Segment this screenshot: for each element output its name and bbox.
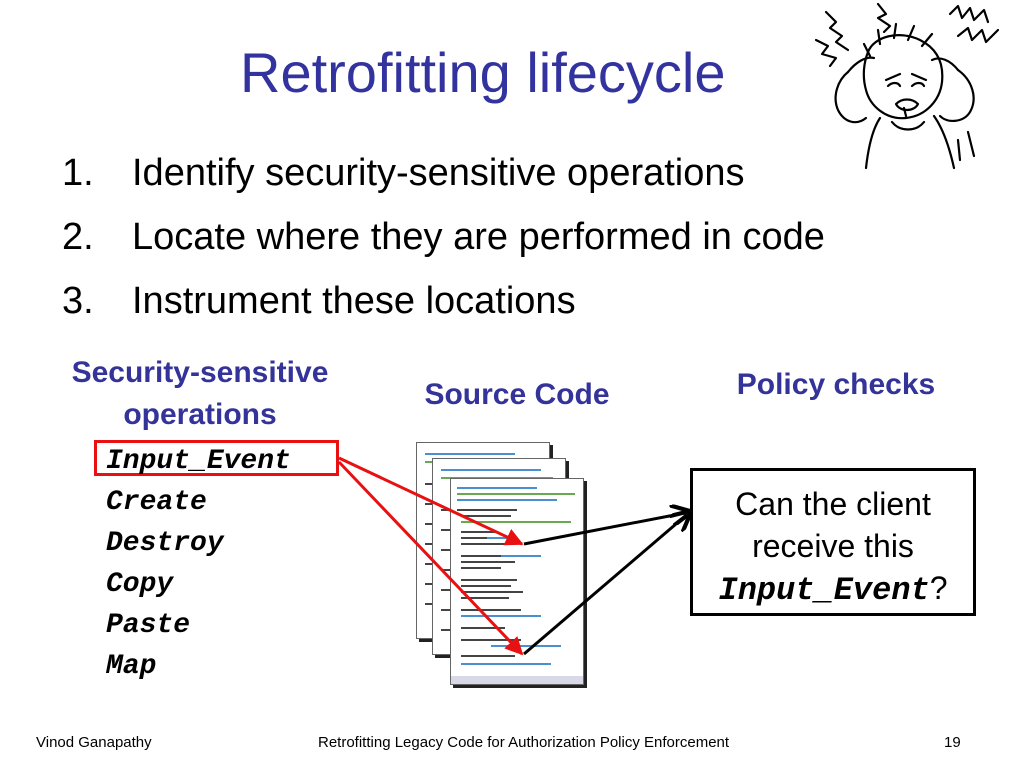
source-code-header: Source Code xyxy=(424,378,610,411)
black-arrow-upper xyxy=(523,512,690,546)
footer-author: Vinod Ganapathy xyxy=(36,734,152,751)
policy-check-term: Input_Event xyxy=(718,572,930,609)
step-text: Locate where they are performed in code xyxy=(132,216,825,258)
ops-header: Security-sensitive operations xyxy=(20,352,380,436)
step-text: Instrument these locations xyxy=(132,280,576,322)
footer-talk-title: Retrofitting Legacy Code for Authorizati… xyxy=(318,734,730,751)
operation-item: Map xyxy=(106,651,157,682)
ops-header-line2: operations xyxy=(123,398,277,431)
ops-header-line1: Security-sensitive xyxy=(71,356,329,389)
red-arrow-to-lower-site xyxy=(337,460,524,656)
operation-item: Paste xyxy=(106,610,191,641)
step-text: Identify security-sensitive operations xyxy=(132,152,745,194)
step-number: 1. xyxy=(62,152,94,194)
step-number: 2. xyxy=(62,216,94,258)
operation-item: Copy xyxy=(106,569,174,600)
highlight-box xyxy=(94,440,339,476)
policy-check-line1: Can the client xyxy=(735,486,931,522)
policy-check-line3: Input_Event? xyxy=(693,567,973,612)
operation-item: Input_Event xyxy=(106,446,291,477)
operation-list: Input_Event Create Destroy Copy Paste Ma… xyxy=(106,444,291,690)
operation-item: Create xyxy=(106,487,207,518)
red-arrow-to-upper-site xyxy=(338,456,524,546)
frustrated-person-icon xyxy=(814,2,1000,170)
policy-checks-header: Policy checks xyxy=(736,368,936,401)
black-arrow-lower xyxy=(523,512,690,656)
policy-check-line2: receive this xyxy=(752,528,914,564)
step-item: 3. Instrument these locations xyxy=(62,276,825,340)
policy-check-box: Can the client receive this Input_Event? xyxy=(690,468,976,616)
step-item: 1. Identify security-sensitive operations xyxy=(62,148,825,212)
step-number: 3. xyxy=(62,280,94,322)
policy-check-suffix: ? xyxy=(929,570,948,606)
step-list: 1. Identify security-sensitive operations… xyxy=(62,148,825,340)
footer-page-number: 19 xyxy=(944,734,961,751)
step-item: 2. Locate where they are performed in cod… xyxy=(62,212,825,276)
operation-item: Destroy xyxy=(106,528,224,559)
slide-title: Retrofitting lifecycle xyxy=(240,41,726,104)
